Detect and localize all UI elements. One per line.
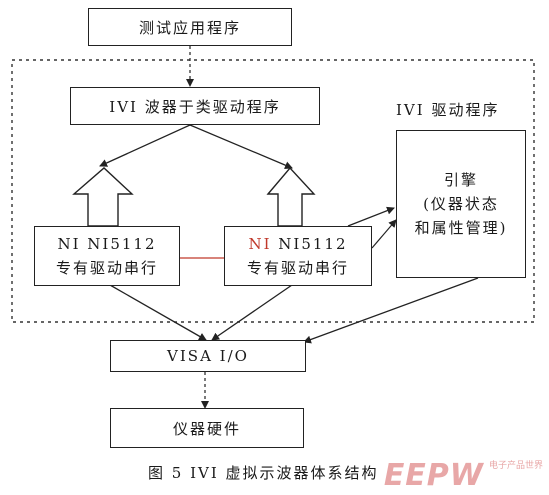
driver-right-line-1: NI NI5112 <box>248 232 347 256</box>
driver-right-line-2: 专有驱动串行 <box>246 259 349 277</box>
class-driver-box: IVI 波器于类驱动程序 <box>70 87 320 125</box>
hardware-box: 仪器硬件 <box>110 408 304 448</box>
eepw-watermark: EEPW 电子产品世界 <box>384 458 543 493</box>
hardware-label: 仪器硬件 <box>172 419 241 438</box>
class-driver-label: IVI 波器于类驱动程序 <box>109 97 281 116</box>
watermark-sub: 电子产品世界 <box>488 461 543 471</box>
driver-left-line-1: NI NI5112 <box>57 235 157 253</box>
arrow-class-to-left <box>99 124 191 167</box>
driver-left-line-2: 专有驱动串行 <box>55 259 158 277</box>
engine-box: 引擎 (仪器状态 和属性管理) <box>396 130 526 278</box>
arrow-right-to-visa <box>211 284 293 341</box>
arrow-driver-to-engine-2 <box>371 219 397 249</box>
hollow-arrow-left <box>72 167 134 227</box>
test-app-label: 测试应用程序 <box>138 18 241 37</box>
engine-line-1: 引擎 <box>443 171 478 189</box>
visa-box: VISA I/O <box>110 340 306 372</box>
driver-right-box: NI NI5112 专有驱动串行 <box>224 226 372 286</box>
arrow-class-to-right <box>189 124 293 169</box>
arrow-driver-to-engine <box>347 206 395 227</box>
arrow-left-to-visa <box>109 284 207 341</box>
driver-left-box: NI NI5112 专有驱动串行 <box>34 226 180 286</box>
driver-right-accent: NI <box>248 235 272 253</box>
ivi-driver-boundary <box>11 59 535 323</box>
engine-line-2: (仪器状态 <box>423 195 499 213</box>
figure-caption: 图 5 IVI 虚拟示波器体系结构 <box>148 464 379 482</box>
driver-right-model: NI5112 <box>271 235 348 253</box>
watermark-brand: EEPW <box>383 458 484 493</box>
hollow-arrow-right <box>266 166 316 227</box>
test-app-box: 测试应用程序 <box>88 8 292 46</box>
visa-label: VISA I/O <box>167 347 249 365</box>
engine-line-3: 和属性管理) <box>414 219 508 237</box>
ivi-driver-label: IVI 驱动程序 <box>396 101 500 119</box>
arrow-engine-to-visa <box>303 277 479 344</box>
